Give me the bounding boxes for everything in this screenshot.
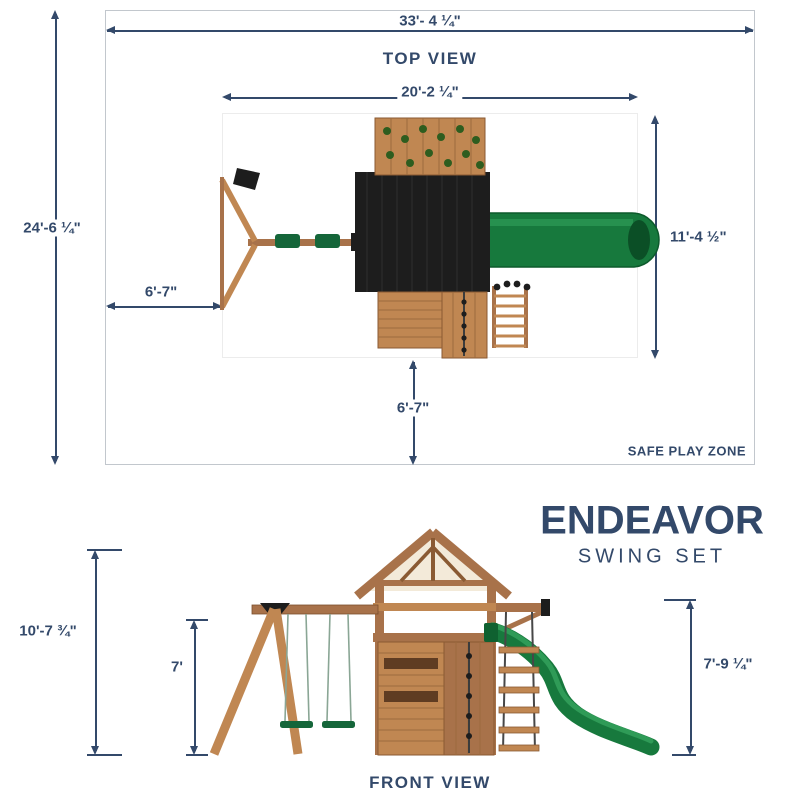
swing-structure — [209, 603, 379, 756]
slide-entrance — [484, 623, 498, 642]
climbing-holds — [383, 125, 484, 169]
swing-seat-top — [275, 234, 300, 248]
tower-panel — [377, 641, 445, 756]
brand-subtitle: SWING SET — [577, 545, 727, 568]
dim-overall-height-label: 10'-7 ¾" — [15, 622, 81, 640]
dim-beam-height-label: 7' — [167, 658, 187, 676]
top-view-illustration — [219, 113, 660, 359]
aframe-bracket-top — [233, 168, 260, 190]
safe-play-zone-boundary — [105, 10, 755, 465]
canopy-top — [355, 172, 490, 292]
slide-top — [486, 212, 660, 268]
climbing-wall-top — [374, 117, 486, 176]
swing-seat-top — [315, 234, 340, 248]
top-view-title: TOP VIEW — [382, 49, 478, 68]
brand-name: ENDEAVOR — [540, 498, 764, 543]
dim-tower-height-label: 7'-9 ¼" — [699, 655, 757, 673]
dim-overall-depth-label: 24'-6 ¼" — [19, 219, 85, 237]
rope-ladder-top — [492, 280, 531, 348]
front-view-title: FRONT VIEW — [369, 773, 491, 792]
deck-top — [377, 291, 488, 359]
slide — [484, 622, 660, 756]
rock-wall — [443, 641, 495, 756]
tower-roof — [354, 528, 512, 600]
rope-ladder — [498, 611, 540, 752]
swing-seat — [280, 721, 313, 728]
swing-beam-top — [219, 168, 363, 310]
front-view-illustration — [209, 528, 660, 756]
swing-seat — [322, 721, 355, 728]
safe-play-zone-label: SAFE PLAY ZONE — [627, 443, 746, 459]
